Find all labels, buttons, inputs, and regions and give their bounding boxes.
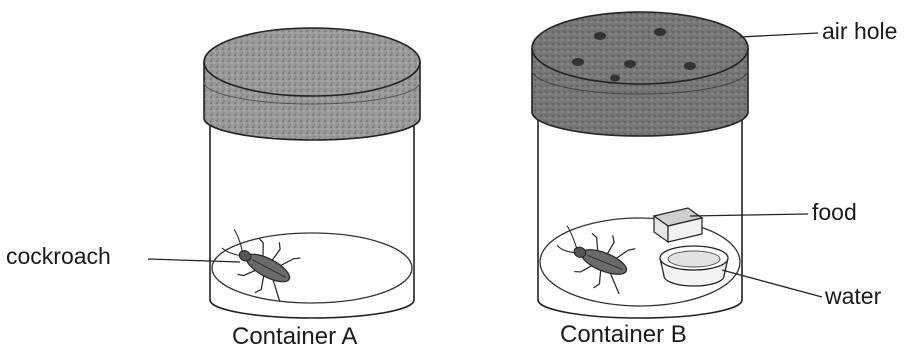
air-hole-1 xyxy=(594,32,606,40)
jar-b-bottom xyxy=(538,300,742,318)
cockroach-a xyxy=(211,220,304,305)
container-b xyxy=(532,12,748,318)
water-dish xyxy=(660,246,728,286)
container-a xyxy=(204,28,420,318)
leader-food xyxy=(690,214,808,216)
lid-a xyxy=(204,28,420,140)
caption-container-b: Container B xyxy=(560,321,687,349)
caption-container-a: Container A xyxy=(232,323,357,351)
label-water: water xyxy=(825,283,881,310)
food-block xyxy=(654,208,702,242)
air-hole-5 xyxy=(684,62,696,70)
jar-a-floor xyxy=(212,233,412,303)
leader-air-hole xyxy=(740,33,818,37)
cockroach-b xyxy=(547,217,638,297)
air-hole-2 xyxy=(654,28,666,36)
air-hole-3 xyxy=(572,58,584,66)
label-cockroach: cockroach xyxy=(6,243,111,270)
leader-cockroach xyxy=(148,259,240,262)
air-hole-6 xyxy=(610,75,620,82)
label-food: food xyxy=(812,199,857,226)
lid-b xyxy=(532,12,748,136)
label-air-hole: air hole xyxy=(822,18,897,45)
leader-water xyxy=(722,270,822,297)
air-hole-4 xyxy=(624,60,636,68)
